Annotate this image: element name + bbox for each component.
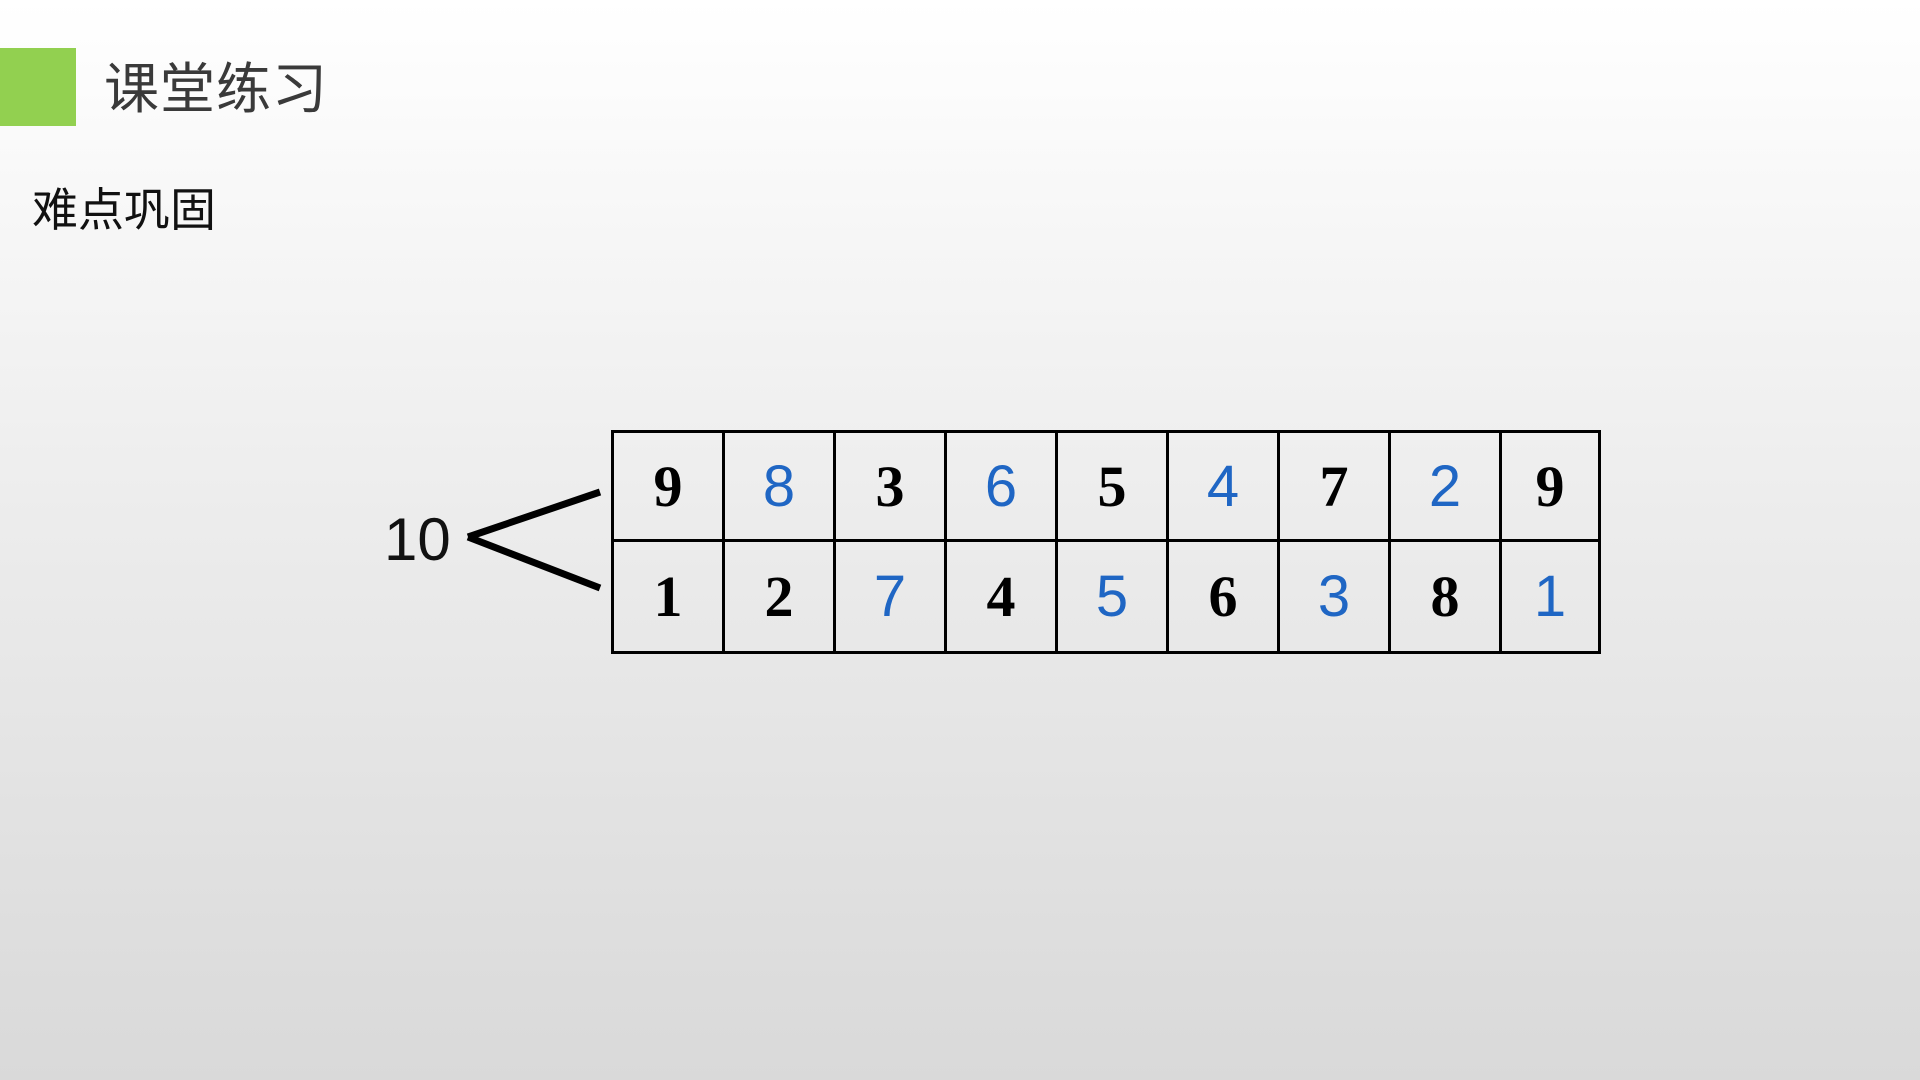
bottom-cell-7-answer: 3 [1280,542,1391,651]
top-cell-3-given: 3 [836,433,947,542]
lower-branch-line [466,533,602,592]
bottom-cell-8-given: 8 [1391,542,1502,651]
total-number: 10 [384,506,451,573]
top-cell-9-given: 9 [1502,433,1598,542]
bottom-cell-3-answer: 7 [836,542,947,651]
page-title: 课堂练习 [104,57,329,121]
top-cell-1-given: 9 [614,433,725,542]
decomposition-branch-lines [466,488,602,592]
top-cell-6-answer: 4 [1169,433,1280,542]
bottom-cell-4-given: 4 [947,542,1058,651]
section-title: 难点巩固 [32,183,216,237]
bottom-cell-6-given: 6 [1169,542,1280,651]
top-cell-8-answer: 2 [1391,433,1502,542]
top-cell-2-answer: 8 [725,433,836,542]
upper-branch-line [466,488,602,541]
top-cell-7-given: 7 [1280,433,1391,542]
bottom-cell-2-given: 2 [725,542,836,651]
bottom-cell-1-given: 1 [614,542,725,651]
top-cell-4-answer: 6 [947,433,1058,542]
bottom-cell-5-answer: 5 [1058,542,1169,651]
title-accent-bar [0,48,76,126]
bottom-cell-9-answer: 1 [1533,564,1567,629]
top-cell-5-given: 5 [1058,433,1169,542]
